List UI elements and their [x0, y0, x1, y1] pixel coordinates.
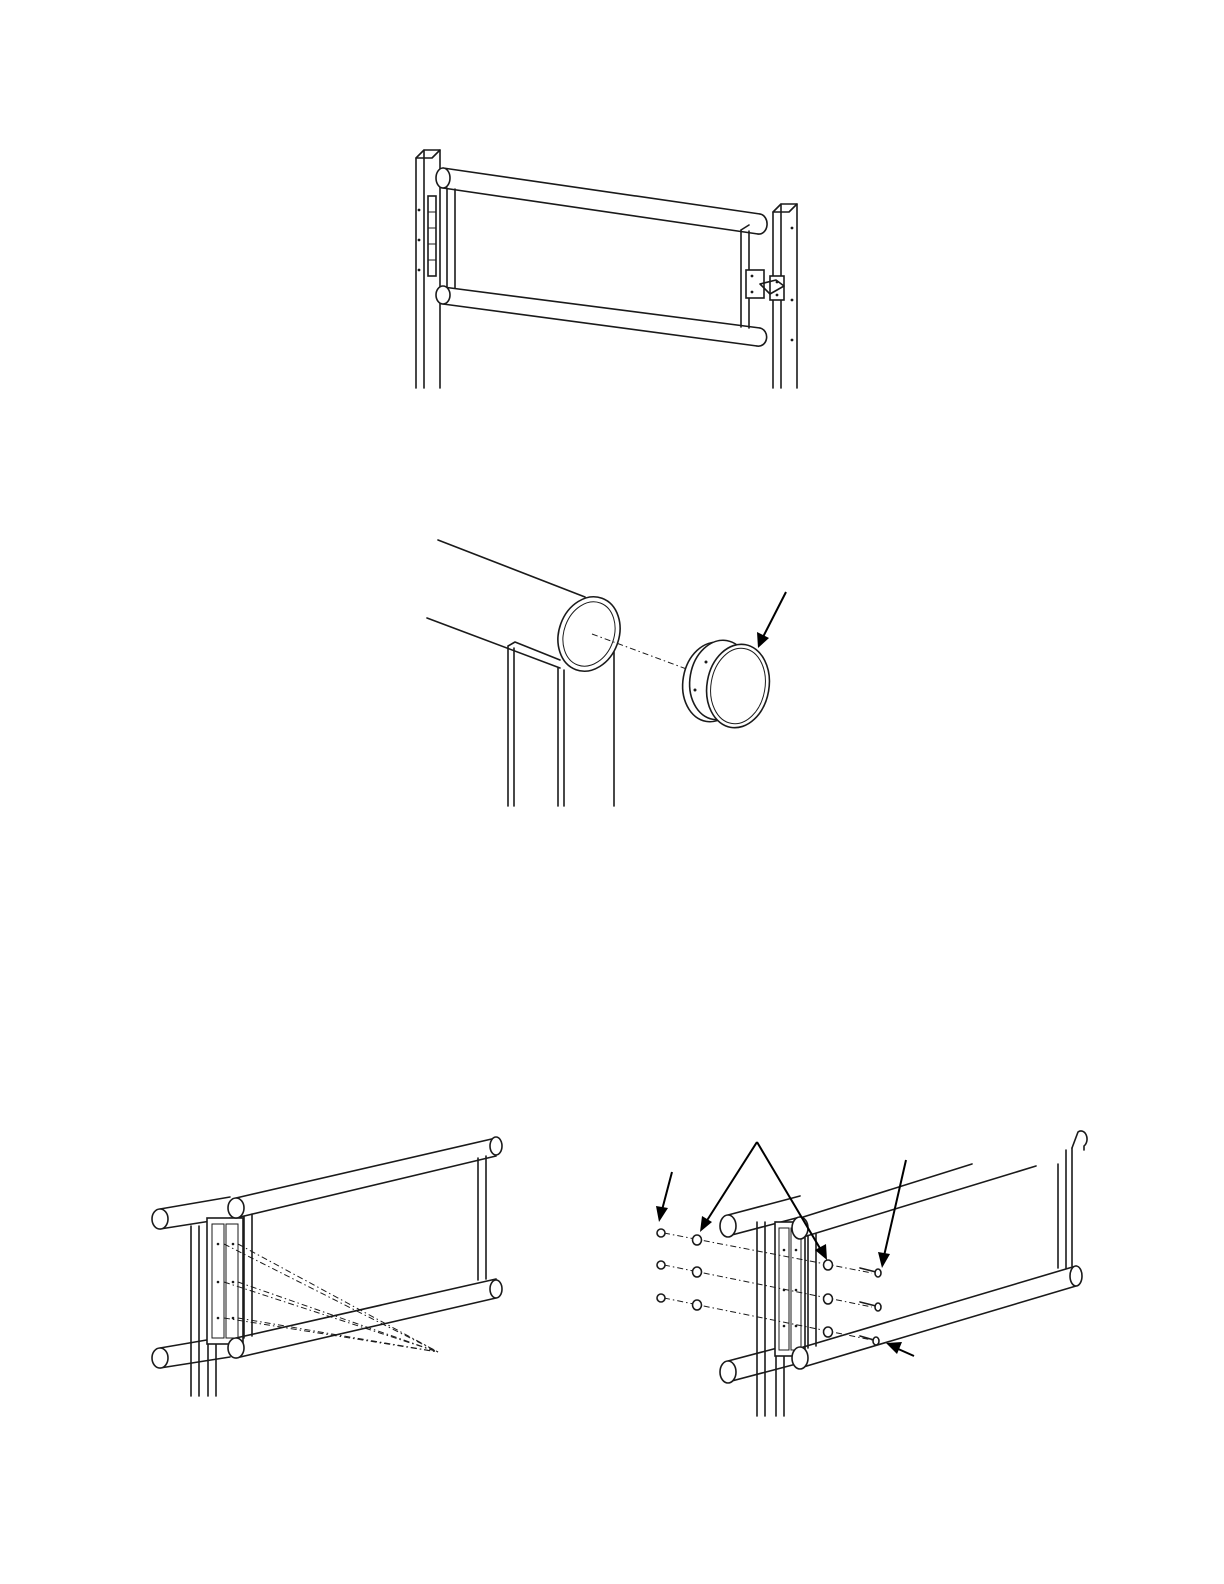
gate-overview-figure [416, 150, 797, 388]
gate-top-rail [436, 168, 767, 234]
rail-tube [427, 540, 630, 680]
bolt-lower-callout-arrow [886, 1342, 914, 1356]
hinge-hardware-figure [656, 1131, 1087, 1416]
end-cap-figure [427, 540, 786, 806]
hinge-plate [775, 1222, 805, 1356]
left-hinge [418, 196, 436, 276]
gate-bottom-rail [436, 286, 767, 346]
hinge-plate [207, 1218, 243, 1344]
nut-callout-arrow [656, 1172, 672, 1222]
end-cap [677, 635, 776, 732]
bolt-callout-arrow [878, 1160, 906, 1268]
gate-latch [746, 270, 784, 300]
fastener-row-1 [657, 1229, 881, 1277]
hinge-alignment-figure [152, 1137, 502, 1396]
gate-left-stile [447, 188, 455, 288]
end-cap-callout-arrow [757, 592, 786, 648]
